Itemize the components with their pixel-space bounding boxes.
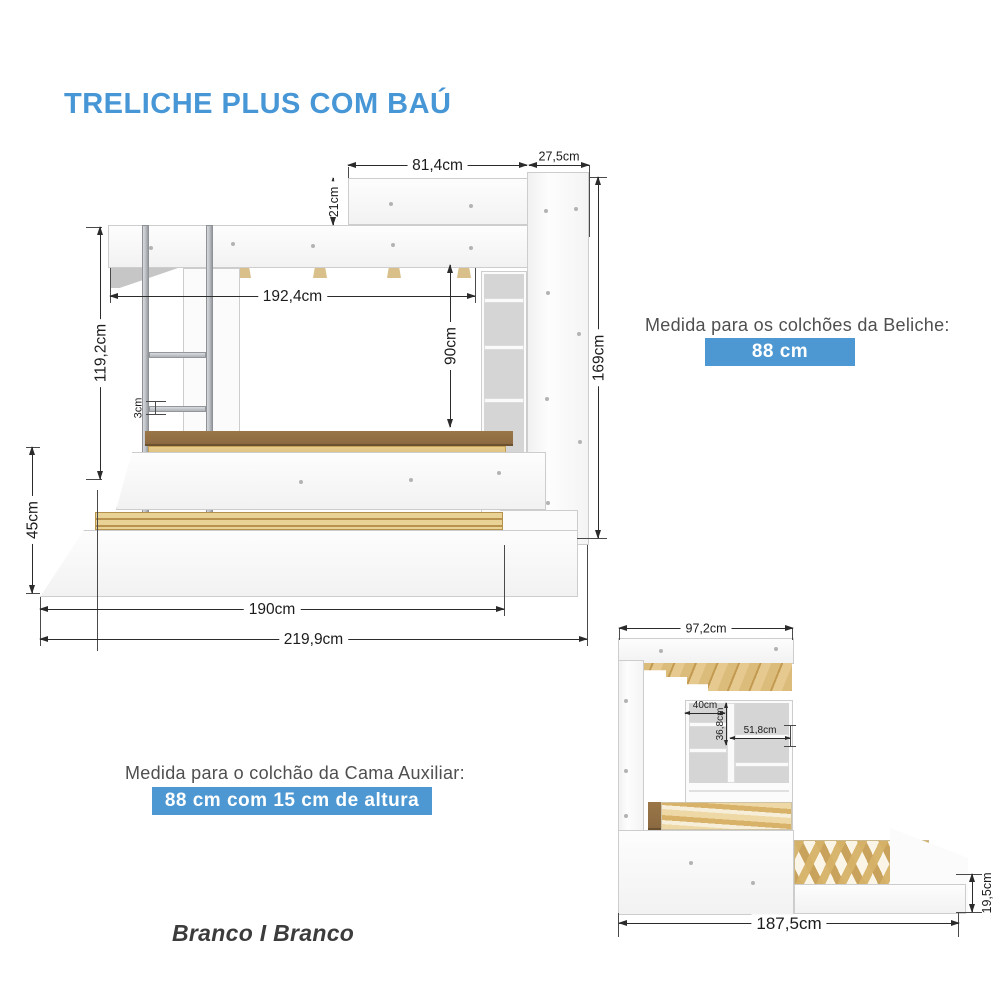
front-left-post [618, 660, 644, 834]
dim-total-height: 169cm [590, 176, 608, 539]
bookcase-opening [484, 274, 524, 455]
dim-label-ladder-rung: 3cm [132, 397, 145, 419]
front-top-rail [618, 638, 794, 664]
dim-total-length: 219,9cm [39, 630, 588, 649]
dim-cabinet-depth: 27,5cm [528, 150, 590, 168]
dim-base-height: 45cm [24, 446, 42, 594]
extension-line [784, 746, 796, 748]
extension-line [40, 597, 41, 646]
extension-line [155, 402, 157, 414]
dim-label-upper-bed-height: 119,2cm [92, 318, 110, 388]
ladder-rung [149, 352, 206, 358]
extension-line [86, 479, 102, 480]
extension-line [784, 725, 796, 727]
lower-bed-front-panel [116, 452, 546, 510]
bunk-mattress-label: Medida para os colchões da Beliche: [645, 315, 950, 335]
extension-line [792, 629, 793, 640]
dim-trundle-height: 19,5cm [969, 873, 994, 914]
page-title: TRELICHE PLUS COM BAÚ [64, 88, 452, 120]
dim-label-niche-height: 36,8cm [715, 707, 726, 741]
front-base-box [618, 830, 794, 915]
dim-shelf-rise: 21cm [326, 177, 342, 226]
extension-line [619, 629, 620, 640]
trundle-slats-top [95, 512, 503, 530]
dim-inner-length: 192,4cm [109, 287, 476, 306]
extension-line [956, 874, 982, 875]
dim-label-front-total-width: 187,5cm [751, 914, 827, 934]
extension-line [577, 538, 607, 539]
trundle-front-panel [794, 884, 966, 914]
dim-label-cabinet-depth: 27,5cm [538, 149, 580, 164]
dim-label-front-top-width: 97,2cm [680, 621, 732, 636]
extension-line [475, 268, 476, 303]
dim-label-lower-niche-width: 51,8cm [743, 725, 777, 736]
slat-support [387, 268, 401, 278]
slat-support [237, 268, 251, 278]
extension-line [146, 401, 166, 403]
dim-bed-length: 190cm [39, 600, 505, 619]
ladder-rung [149, 406, 206, 412]
screw-dots [0, 0, 2, 2]
extension-line [348, 167, 349, 178]
lower-bed-slats [661, 802, 792, 830]
dim-lower-niche-width: 51,8cm [729, 726, 791, 740]
dim-label-shelf-top-width: 81,4cm [407, 156, 468, 175]
extension-line [589, 165, 590, 237]
extension-line [146, 414, 166, 416]
extension-line [504, 545, 505, 616]
bookcase-shelf [484, 345, 524, 350]
dim-front-total-width: 187,5cm [618, 914, 960, 934]
extension-line [587, 545, 588, 646]
front-bookcase-opening [689, 703, 789, 783]
dim-upper-bed-height: 119,2cm [92, 226, 110, 480]
dim-label-bed-length: 190cm [243, 600, 301, 619]
bookcase-divider [727, 703, 735, 783]
bunk-mattress-badge: 88 cm [705, 338, 855, 366]
slat-support [313, 268, 327, 278]
lower-bed-mdf-rail [145, 431, 513, 446]
dim-label-inner-clearance: 90cm [442, 322, 460, 370]
dim-label-base-height: 45cm [24, 496, 42, 544]
trundle-front-panel [40, 530, 578, 597]
dim-niche-height: 36,8cm [715, 702, 728, 746]
dim-shelf-top-width: 81,4cm [347, 156, 528, 175]
dim-inner-clearance: 90cm [442, 264, 460, 428]
bookcase-shelf [735, 762, 789, 767]
base-right-panel [500, 510, 578, 532]
dim-front-top-width: 97,2cm [618, 621, 794, 636]
bookcase-shelf [484, 298, 524, 303]
upper-bed-rail [108, 225, 532, 268]
auxiliary-mattress-badge: 88 cm com 15 cm de altura [152, 787, 432, 815]
auxiliary-mattress-label: Medida para o colchão da Cama Auxiliar: [125, 763, 465, 783]
bookcase-shelf [689, 748, 727, 753]
dim-label-shelf-rise: 21cm [326, 181, 342, 222]
shelf-front-edge [689, 790, 789, 792]
slat-support [457, 268, 471, 278]
extension-line [956, 912, 982, 913]
bookcase-shelf [484, 398, 524, 403]
finish-label: Branco I Branco [172, 920, 355, 946]
extension-line [110, 268, 111, 303]
extension-line [86, 227, 102, 228]
dim-niche-width: 40cm [684, 701, 726, 715]
dim-label-niche-width: 40cm [692, 700, 718, 711]
extension-line [97, 490, 98, 651]
lower-bed-headboard-edge [648, 802, 661, 830]
dim-label-inner-length: 192,4cm [257, 287, 328, 306]
dim-label-trundle-height: 19,5cm [979, 872, 994, 914]
upper-bed-slats [642, 663, 792, 691]
dim-label-total-height: 169cm [590, 329, 608, 386]
top-shelf-panel [348, 178, 532, 225]
dim-label-total-length: 219,9cm [278, 630, 349, 649]
